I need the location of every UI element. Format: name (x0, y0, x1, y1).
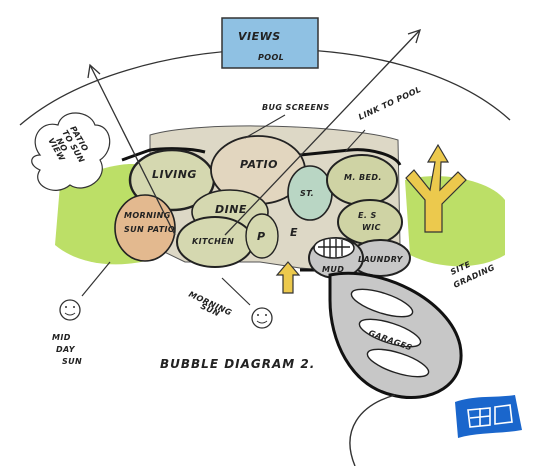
site-logo (455, 395, 522, 438)
es-label: E. S (358, 211, 377, 220)
garage-bay-1 (350, 288, 414, 318)
link-to-pool-label: LINK TO POOL (357, 85, 423, 122)
bug-screens-label: BUG SCREENS (262, 103, 330, 112)
access-arrow (405, 143, 467, 233)
wic-label: WIC (362, 223, 381, 232)
morning-sun-icon (251, 307, 273, 329)
kitchen-label: KITCHEN (192, 237, 234, 246)
bubble-morning-sun-patio (114, 194, 176, 262)
views-sign: VIEWS POOL (221, 17, 319, 69)
entry-arrow (275, 261, 301, 294)
stair-hatch (313, 237, 355, 259)
views-label: VIEWS (238, 30, 281, 43)
bubble-p (245, 213, 279, 259)
patio-label: PATIO (240, 158, 278, 171)
e-label: E (290, 226, 298, 239)
mid-day-sun-label-1: MID (52, 333, 71, 342)
pool-label: POOL (258, 53, 284, 62)
no-view-cloud (31, 112, 111, 191)
view-arrow-left (89, 64, 176, 236)
mid-day-sun-label-3: SUN (62, 357, 82, 366)
mud-label: MUD (322, 265, 344, 274)
dine-label: DINE (215, 203, 247, 216)
m-bed-label: M. BED. (344, 173, 382, 182)
garage-bay-3 (366, 348, 430, 378)
view-arrow-right (224, 29, 421, 236)
st-label: ST. (300, 189, 314, 198)
mid-day-sun-label-2: DAY (56, 345, 76, 354)
laundry-label: LAUNDRY (358, 255, 404, 264)
diagram-title: BUBBLE DIAGRAM 2. (160, 357, 315, 371)
sun-patio-label: SUN PATIO (124, 225, 175, 234)
morning-label: MORNING (124, 211, 171, 220)
mid-day-sun-icon (59, 299, 81, 321)
garage-bay-2 (358, 318, 422, 348)
bubble-es-wic (337, 199, 403, 245)
living-label: LIVING (152, 168, 197, 181)
driveway (349, 394, 396, 466)
p-label: P (257, 230, 266, 243)
